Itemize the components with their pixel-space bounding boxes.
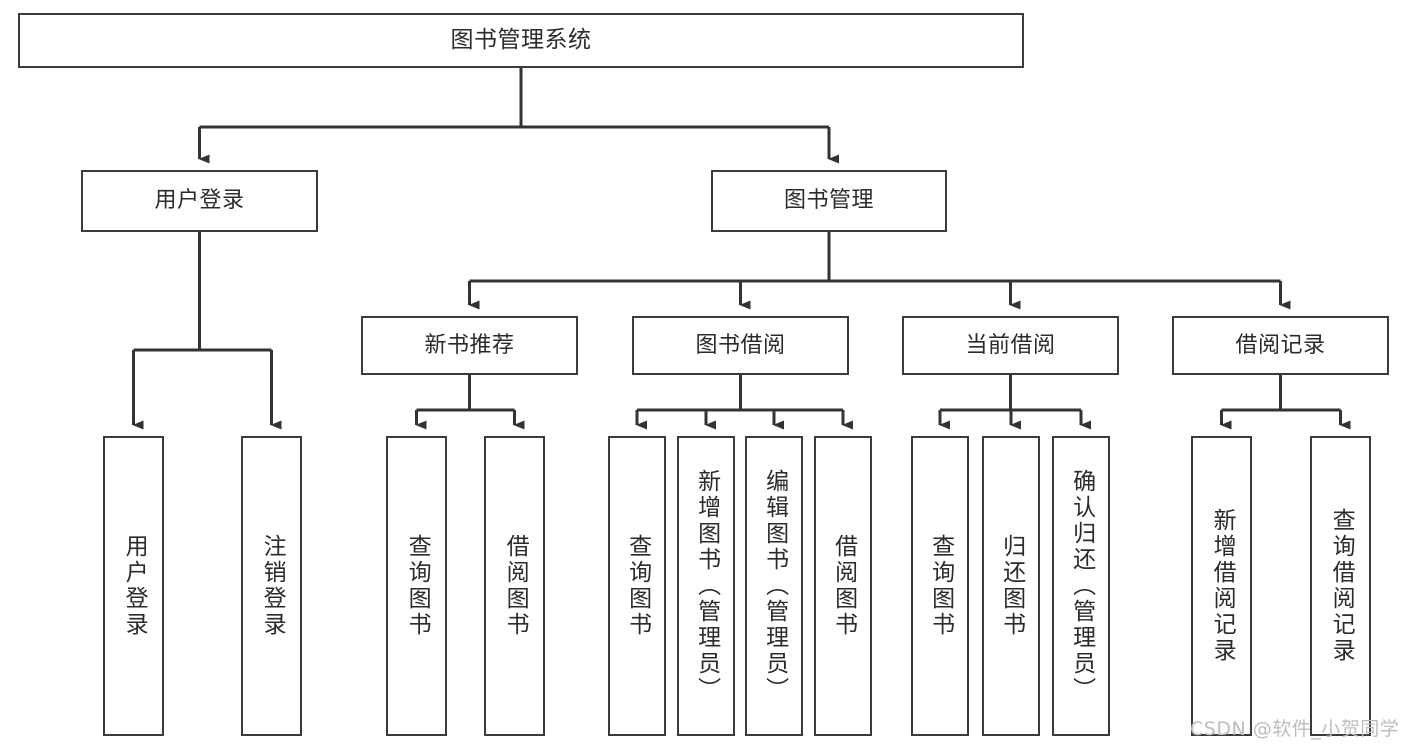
- node-book-borrow[interactable]: 图书借阅: [632, 316, 849, 375]
- node-leaf-query-record[interactable]: 查询借阅记录: [1310, 436, 1371, 736]
- node-leaf-borrow-book-2-label: 借阅图书: [830, 534, 857, 638]
- node-borrow-record-label: 借阅记录: [1235, 332, 1326, 358]
- node-leaf-query-book-3-label: 查询图书: [927, 534, 954, 638]
- node-new-book-recommend-label: 新书推荐: [424, 332, 515, 358]
- node-leaf-add-record-label: 新增借阅记录: [1209, 508, 1236, 664]
- node-new-book-recommend[interactable]: 新书推荐: [361, 316, 578, 375]
- node-leaf-query-book-1-label: 查询图书: [404, 534, 431, 638]
- node-leaf-query-book-2-label: 查询图书: [624, 534, 651, 638]
- node-leaf-borrow-book-2[interactable]: 借阅图书: [814, 436, 872, 736]
- node-user-login-label: 用户登录: [154, 188, 245, 214]
- node-leaf-edit-book[interactable]: 编辑图书（管理员）: [745, 436, 803, 736]
- node-leaf-return-book[interactable]: 归还图书: [982, 436, 1040, 736]
- node-leaf-query-record-label: 查询借阅记录: [1328, 508, 1355, 664]
- node-leaf-logout[interactable]: 注销登录: [241, 436, 302, 736]
- node-leaf-edit-book-label: 编辑图书（管理员）: [761, 469, 788, 703]
- node-borrow-record[interactable]: 借阅记录: [1172, 316, 1389, 375]
- watermark-text: CSDN @软件_小贺同学: [1190, 718, 1400, 740]
- node-leaf-logout-label: 注销登录: [259, 534, 286, 638]
- node-leaf-user-login[interactable]: 用户登录: [103, 436, 164, 736]
- node-leaf-query-book-3[interactable]: 查询图书: [911, 436, 969, 736]
- node-book-management[interactable]: 图书管理: [711, 170, 947, 232]
- node-book-management-label: 图书管理: [783, 188, 874, 214]
- node-user-login[interactable]: 用户登录: [81, 170, 318, 232]
- node-book-borrow-label: 图书借阅: [695, 332, 786, 358]
- node-leaf-add-book-label: 新增图书（管理员）: [693, 469, 720, 703]
- node-leaf-query-book-2[interactable]: 查询图书: [608, 436, 666, 736]
- node-leaf-add-record[interactable]: 新增借阅记录: [1191, 436, 1252, 736]
- node-root-label: 图书管理系统: [450, 26, 592, 53]
- node-leaf-confirm-return-label: 确认归还（管理员）: [1068, 469, 1095, 703]
- node-leaf-return-book-label: 归还图书: [998, 534, 1025, 638]
- node-leaf-borrow-book-1-label: 借阅图书: [502, 534, 529, 638]
- node-leaf-confirm-return[interactable]: 确认归还（管理员）: [1052, 436, 1110, 736]
- node-current-borrow-label: 当前借阅: [965, 332, 1056, 358]
- node-leaf-add-book[interactable]: 新增图书（管理员）: [677, 436, 735, 736]
- node-current-borrow[interactable]: 当前借阅: [902, 316, 1119, 375]
- node-leaf-user-login-label: 用户登录: [121, 534, 148, 638]
- node-leaf-borrow-book-1[interactable]: 借阅图书: [484, 436, 545, 736]
- node-root[interactable]: 图书管理系统: [18, 13, 1024, 68]
- node-leaf-query-book-1[interactable]: 查询图书: [386, 436, 447, 736]
